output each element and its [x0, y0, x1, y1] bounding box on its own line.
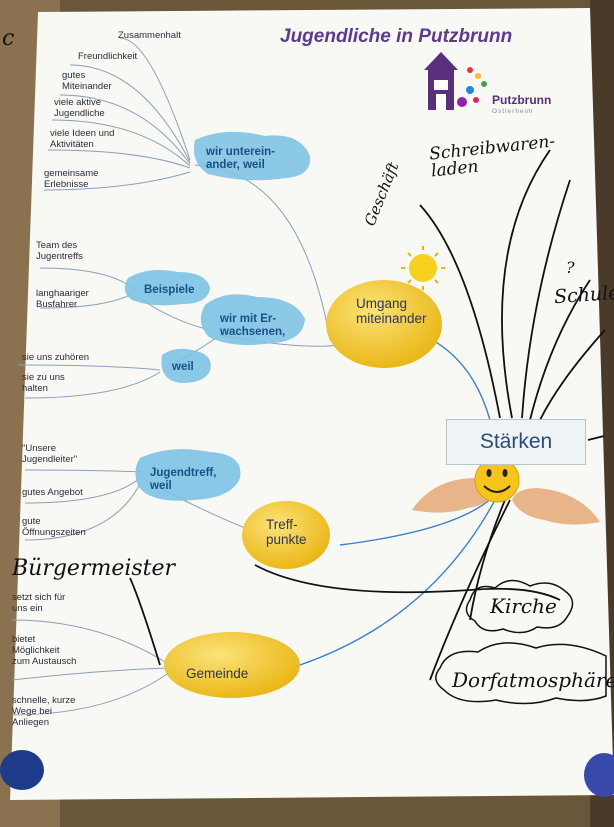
logo-subtitle: Ostlerheim [492, 108, 534, 115]
kirche-cloud [465, 579, 574, 634]
jugendtreff-bubble: Jugendtreff, weil [150, 467, 217, 492]
list-item: Freundlichkeit [78, 51, 138, 62]
weil-bubble: weil [172, 361, 194, 373]
handwritten-buergermeister: Bürgermeister [12, 556, 176, 581]
logo-name: Putzbrunn [492, 93, 552, 107]
list-item: Zusammenhalt [118, 30, 181, 41]
list-item: setzt sich für uns ein [12, 592, 66, 614]
sun-icon [401, 246, 445, 290]
umgang-circle [326, 280, 442, 368]
poster-title: Jugendliche in Putzbrunn [280, 26, 513, 47]
putzbrunn-logo [424, 52, 487, 110]
erwachsene-bubble: wir mit Er- wachsenen, [220, 313, 286, 338]
untereinander-bubble: wir unterein- ander, weil [206, 146, 276, 171]
handwritten-question: ? [566, 258, 575, 277]
gemeinde-label: Gemeinde [186, 666, 249, 681]
dorf-cloud [435, 642, 607, 705]
list-item: viele Ideen und Aktivitäten [50, 128, 115, 150]
list-item: gute Öffnungszeiten [22, 516, 86, 538]
treffpunkte-label: Treff- punkte [266, 517, 307, 547]
list-item: "Unsere Jugendleiter" [22, 443, 78, 465]
list-item: schnelle, kurze Wege bei Anliegen [12, 695, 76, 728]
center-node: Stärken [446, 419, 586, 465]
tree-lines [11, 37, 341, 716]
hand-drawn-lines [129, 149, 606, 681]
magnet-dot [584, 753, 614, 797]
magnet-dot [0, 750, 44, 790]
umgang-label: Umgang miteinander [356, 296, 427, 326]
list-item: gemeinsame Erlebnisse [44, 168, 99, 190]
list-item: langhaariger Busfahrer [36, 288, 89, 310]
blue-bubbles [124, 131, 311, 501]
beispiele-bubble: Beispiele [144, 284, 195, 296]
handwritten-schule: Schule [553, 281, 614, 309]
poster-sheet [10, 8, 614, 800]
list-item: gutes Miteinander [62, 70, 112, 92]
list-item: viele aktive Jugendliche [54, 97, 105, 119]
handwritten-dorfatmosphaere: Dorfatmosphäre [452, 668, 614, 692]
gemeinde-circle [164, 632, 300, 698]
margin-mark: c [2, 26, 15, 51]
list-item: Team des Jugentreffs [36, 240, 83, 262]
list-item: gutes Angebot [22, 487, 83, 498]
handwritten-kirche: Kirche [490, 594, 557, 618]
list-item: sie uns zuhören [22, 352, 90, 363]
treffpunkte-circle [242, 501, 330, 569]
list-item: bietet Möglichkeit zum Austausch [12, 634, 77, 667]
hands-holding-smiley [412, 457, 600, 525]
list-item: sie zu uns halten [22, 372, 65, 394]
